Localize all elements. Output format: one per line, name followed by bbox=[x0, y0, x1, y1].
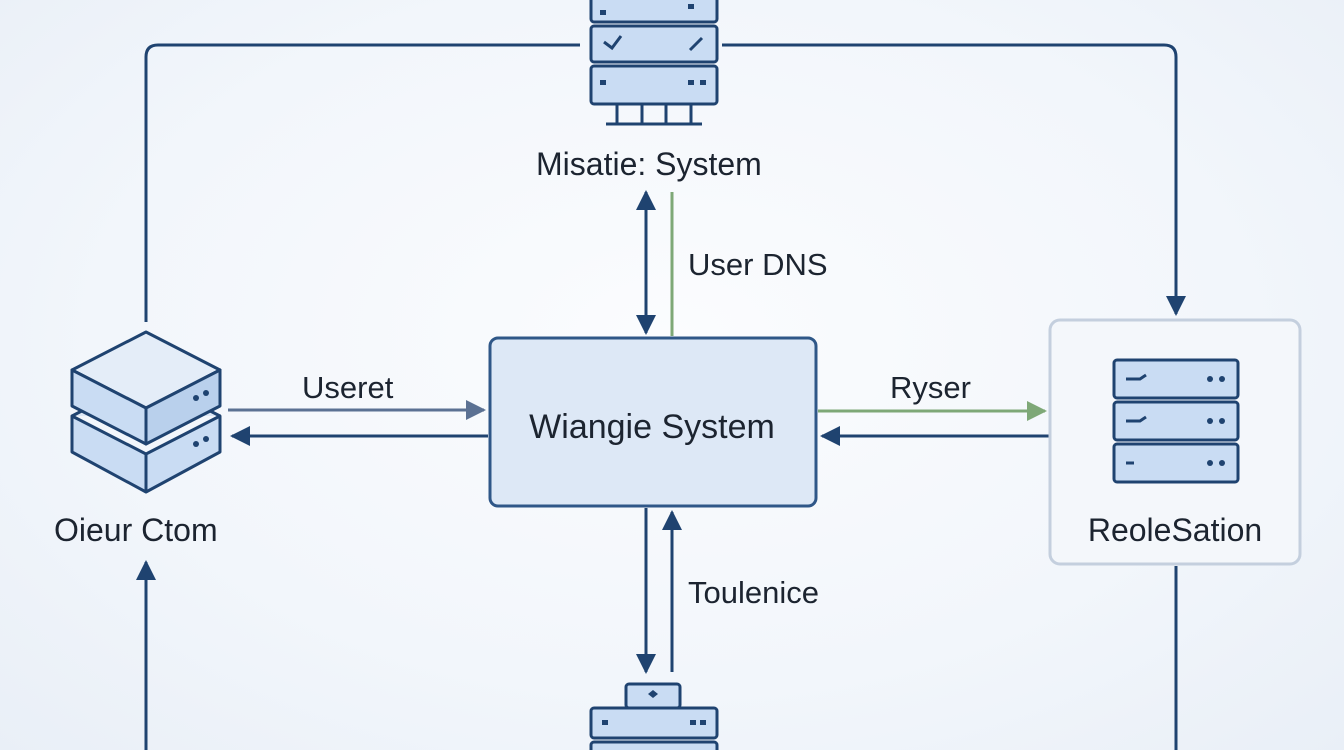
left-node-label: Oieur Ctom bbox=[54, 512, 218, 548]
connector-top-to-right bbox=[722, 43, 1186, 316]
useret-edge-label: Useret bbox=[302, 370, 394, 405]
bottom-server-icon bbox=[589, 682, 719, 750]
right-node-label: ReoleSation bbox=[1087, 512, 1263, 548]
right-server-icon bbox=[1112, 358, 1240, 484]
ryser-edge-label: Ryser bbox=[890, 370, 971, 405]
top-system-label: Misatie: System bbox=[536, 146, 762, 182]
connector-top-to-left bbox=[144, 43, 580, 322]
stacked-server-icon bbox=[70, 330, 222, 494]
toulenice-edge-label: Toulenice bbox=[688, 575, 819, 610]
center-system-box[interactable] bbox=[488, 336, 818, 508]
user-dns-edge-label: User DNS bbox=[688, 247, 828, 282]
center-system-label: Wiangie System bbox=[529, 408, 775, 446]
top-server-icon bbox=[589, 0, 719, 126]
